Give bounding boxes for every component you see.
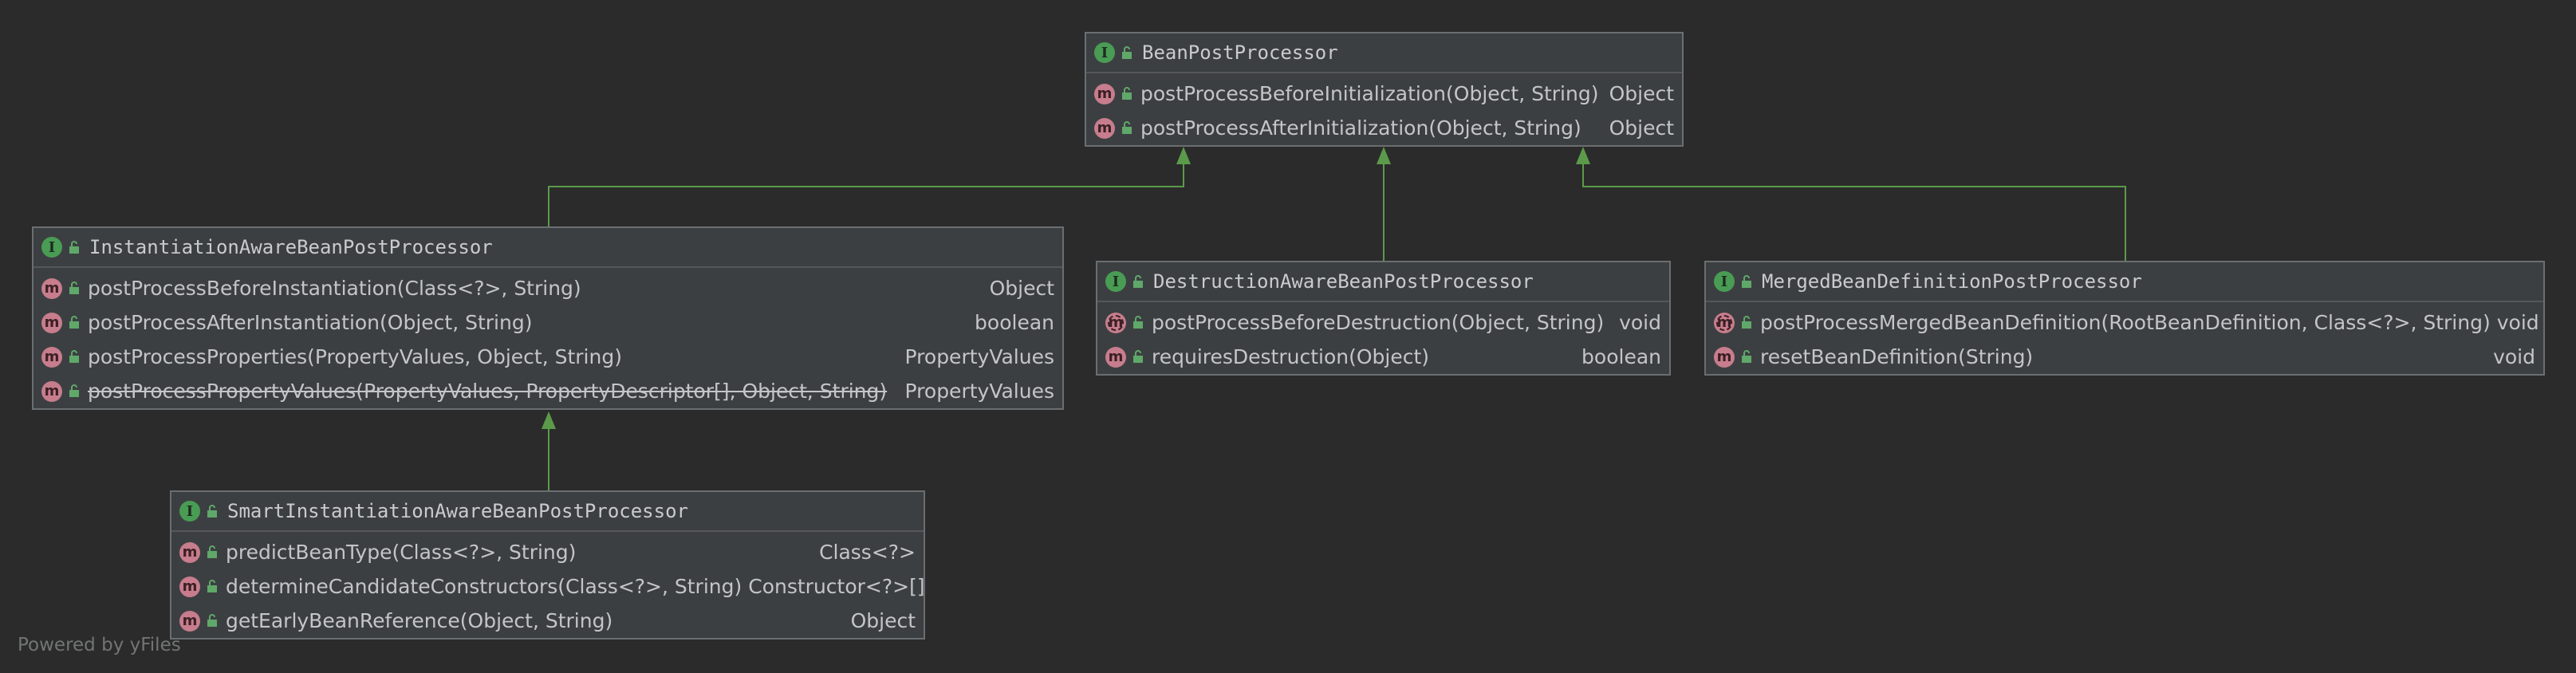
method-signature: postProcessAfterInstantiation(Object, St… bbox=[88, 311, 533, 334]
method-icon: m bbox=[1714, 346, 1735, 368]
method-row[interactable]: m postProcessBeforeInstantiation(Class<?… bbox=[33, 271, 1062, 305]
public-lock-icon bbox=[1121, 87, 1132, 100]
public-lock-icon bbox=[207, 504, 218, 518]
method-row[interactable]: m postProcessAfterInitialization(Object,… bbox=[1086, 111, 1682, 145]
class-node-bean-post-processor[interactable]: I BeanPostProcessor m postProcessBeforeI… bbox=[1085, 32, 1684, 147]
method-signature: postProcessMergedBeanDefinition(RootBean… bbox=[1760, 311, 2491, 334]
method-return-type: boolean bbox=[975, 311, 1054, 334]
public-lock-icon bbox=[1121, 121, 1132, 135]
method-return-type: void bbox=[2493, 345, 2535, 368]
yfiles-watermark: Powered by yFiles bbox=[18, 635, 181, 655]
node-header: I DestructionAwareBeanPostProcessor bbox=[1097, 262, 1669, 302]
node-header: I SmartInstantiationAwareBeanPostProcess… bbox=[171, 492, 924, 532]
class-node-smart-instantiation-aware-bean-post-processor[interactable]: I SmartInstantiationAwareBeanPostProcess… bbox=[170, 490, 925, 640]
method-return-type: Object bbox=[989, 277, 1054, 300]
method-icon: m bbox=[41, 380, 62, 402]
method-return-type: PropertyValues bbox=[904, 345, 1054, 368]
method-signature: predictBeanType(Class<?>, String) bbox=[226, 541, 577, 564]
edge-iabpp-to-bpp bbox=[548, 156, 1184, 226]
abstract-method-icon: m bbox=[1105, 312, 1126, 333]
method-row-deprecated[interactable]: m postProcessPropertyValues(PropertyValu… bbox=[33, 374, 1062, 408]
method-icon: m bbox=[1105, 346, 1126, 368]
method-icon: m bbox=[179, 576, 200, 597]
method-signature: postProcessBeforeInstantiation(Class<?>,… bbox=[88, 277, 581, 300]
interface-icon: I bbox=[1105, 271, 1126, 292]
method-icon: m bbox=[41, 277, 62, 299]
method-icon: m bbox=[41, 346, 62, 368]
public-lock-icon bbox=[1741, 316, 1752, 329]
method-row[interactable]: m postProcessBeforeInitialization(Object… bbox=[1086, 77, 1682, 111]
class-node-instantiation-aware-bean-post-processor[interactable]: I InstantiationAwareBeanPostProcessor m … bbox=[32, 226, 1064, 410]
method-signature: postProcessProperties(PropertyValues, Ob… bbox=[88, 345, 622, 368]
node-header: I MergedBeanDefinitionPostProcessor bbox=[1706, 262, 2543, 302]
interface-icon: I bbox=[179, 501, 200, 521]
abstract-method-icon: m bbox=[1714, 312, 1735, 333]
public-lock-icon bbox=[69, 384, 80, 398]
method-icon: m bbox=[1094, 83, 1115, 104]
method-icon: m bbox=[41, 312, 62, 333]
method-return-type: boolean bbox=[1581, 345, 1661, 368]
arrowhead-siabpp-to-iabpp bbox=[542, 411, 556, 429]
method-row[interactable]: m postProcessBeforeDestruction(Object, S… bbox=[1097, 305, 1669, 340]
method-return-type: void bbox=[1619, 311, 1661, 334]
node-header: I BeanPostProcessor bbox=[1086, 33, 1682, 73]
arrowhead-dabpp-to-bpp bbox=[1377, 147, 1391, 164]
node-title: SmartInstantiationAwareBeanPostProcessor bbox=[227, 500, 688, 522]
arrowhead-iabpp-to-bpp bbox=[1176, 147, 1191, 164]
method-icon: m bbox=[179, 541, 200, 563]
arrowhead-mbdpp-to-bpp bbox=[1576, 147, 1590, 164]
method-return-type: Constructor<?>[] bbox=[748, 575, 925, 598]
method-signature: postProcessBeforeInitialization(Object, … bbox=[1140, 82, 1599, 105]
method-return-type: Object bbox=[1609, 116, 1674, 140]
method-icon: m bbox=[1094, 117, 1115, 139]
public-lock-icon bbox=[1132, 316, 1144, 329]
method-row[interactable]: m requiresDestruction(Object) boolean bbox=[1097, 340, 1669, 374]
method-return-type: void bbox=[2496, 311, 2539, 334]
interface-icon: I bbox=[41, 237, 62, 258]
node-title: DestructionAwareBeanPostProcessor bbox=[1153, 270, 1534, 293]
method-row[interactable]: m determineCandidateConstructors(Class<?… bbox=[171, 569, 925, 604]
public-lock-icon bbox=[207, 580, 218, 593]
method-row[interactable]: m predictBeanType(Class<?>, String) Clas… bbox=[171, 535, 924, 569]
node-header: I InstantiationAwareBeanPostProcessor bbox=[33, 228, 1062, 268]
public-lock-icon bbox=[1741, 350, 1752, 364]
public-lock-icon bbox=[207, 545, 218, 559]
class-node-merged-bean-definition-post-processor[interactable]: I MergedBeanDefinitionPostProcessor m po… bbox=[1704, 261, 2545, 376]
public-lock-icon bbox=[207, 614, 218, 628]
method-signature: requiresDestruction(Object) bbox=[1152, 345, 1430, 368]
method-row[interactable]: m postProcessAfterInstantiation(Object, … bbox=[33, 305, 1062, 340]
public-lock-icon bbox=[69, 240, 80, 254]
method-row[interactable]: m postProcessMergedBeanDefinition(RootBe… bbox=[1706, 305, 2543, 340]
node-title: InstantiationAwareBeanPostProcessor bbox=[89, 236, 493, 258]
method-signature: resetBeanDefinition(String) bbox=[1760, 345, 2034, 368]
public-lock-icon bbox=[1741, 274, 1752, 289]
method-return-type: PropertyValues bbox=[904, 380, 1054, 403]
method-icon: m bbox=[179, 610, 200, 632]
node-title: MergedBeanDefinitionPostProcessor bbox=[1762, 270, 2142, 293]
method-return-type: Object bbox=[850, 609, 916, 632]
method-signature: getEarlyBeanReference(Object, String) bbox=[226, 609, 613, 632]
method-return-type: Class<?> bbox=[819, 541, 916, 564]
public-lock-icon bbox=[69, 281, 80, 295]
method-signature: determineCandidateConstructors(Class<?>,… bbox=[226, 575, 742, 598]
method-row[interactable]: m getEarlyBeanReference(Object, String) … bbox=[171, 604, 924, 638]
edge-mbdpp-to-bpp bbox=[1582, 156, 2126, 261]
public-lock-icon bbox=[1132, 274, 1144, 289]
method-row[interactable]: m resetBeanDefinition(String) void bbox=[1706, 340, 2543, 374]
public-lock-icon bbox=[69, 316, 80, 329]
public-lock-icon bbox=[69, 350, 80, 364]
method-signature: postProcessBeforeDestruction(Object, Str… bbox=[1152, 311, 1605, 334]
public-lock-icon bbox=[1132, 350, 1144, 364]
method-row[interactable]: m postProcessProperties(PropertyValues, … bbox=[33, 340, 1062, 374]
class-node-destruction-aware-bean-post-processor[interactable]: I DestructionAwareBeanPostProcessor m po… bbox=[1096, 261, 1671, 376]
interface-icon: I bbox=[1714, 271, 1735, 292]
public-lock-icon bbox=[1121, 45, 1132, 60]
interface-icon: I bbox=[1094, 42, 1115, 63]
method-signature: postProcessPropertyValues(PropertyValues… bbox=[88, 380, 888, 403]
method-return-type: Object bbox=[1609, 82, 1674, 105]
node-title: BeanPostProcessor bbox=[1142, 41, 1338, 64]
method-signature: postProcessAfterInitialization(Object, S… bbox=[1140, 116, 1581, 140]
